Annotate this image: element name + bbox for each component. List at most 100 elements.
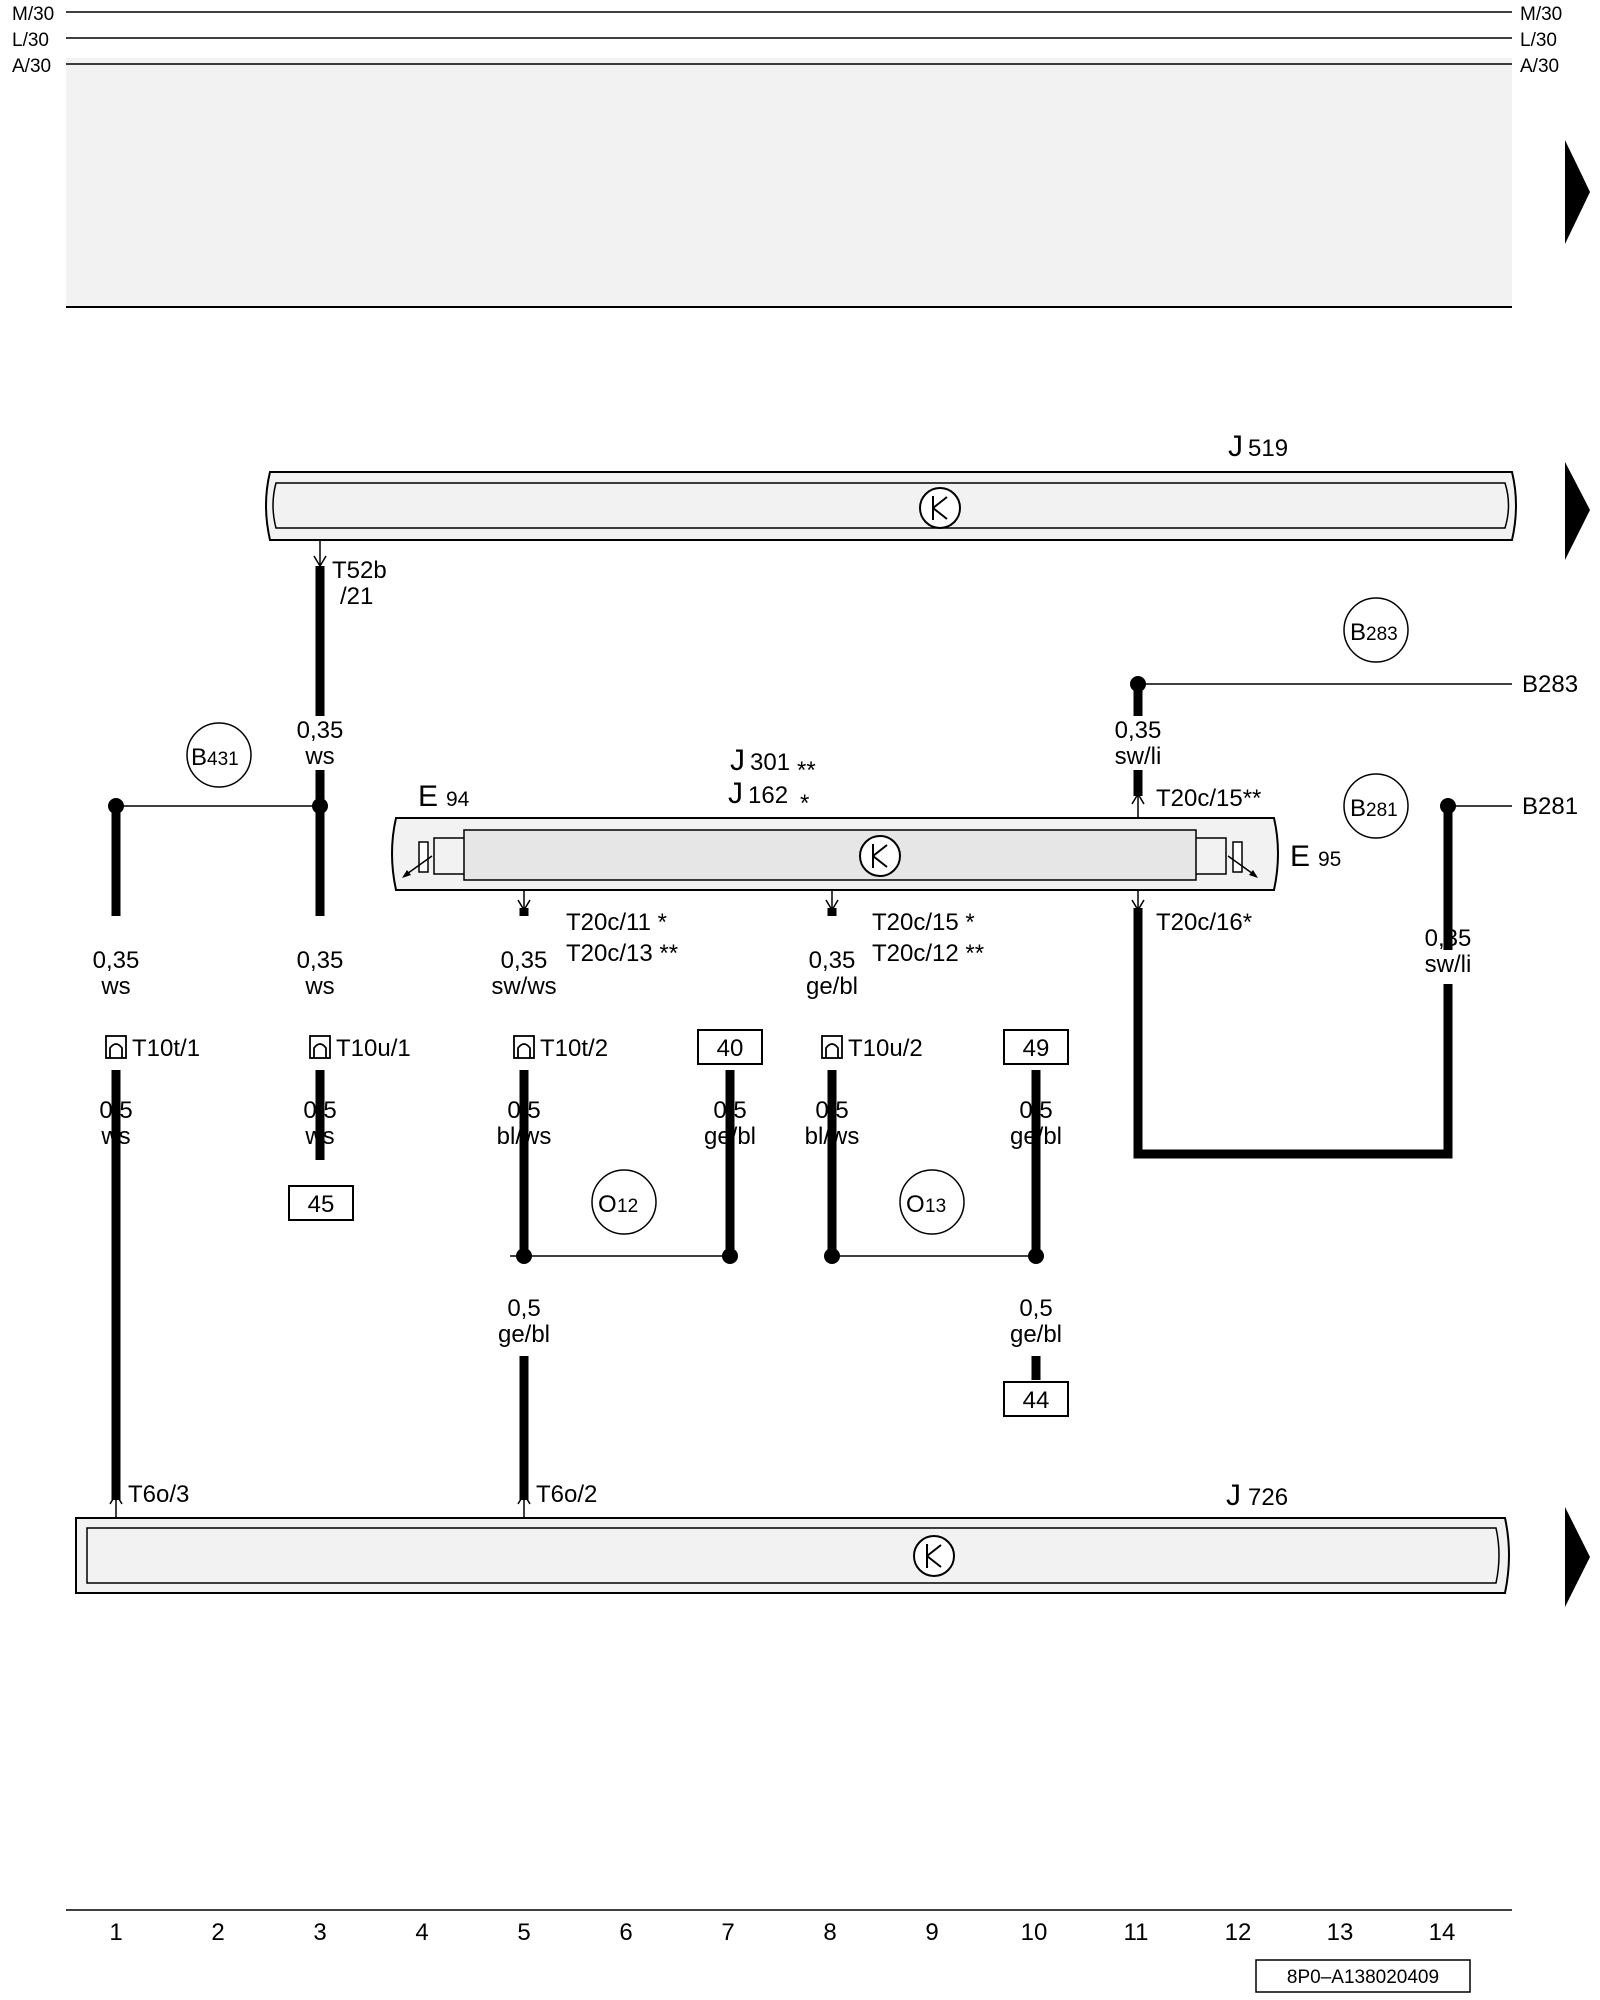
module-j519-inner [272,482,1510,529]
track-number: 1 [109,1919,122,1946]
track-number: 4 [415,1919,428,1946]
ground-point-b283: B 283 [1343,597,1409,663]
wire-gauge: 0,5 [815,1097,848,1124]
module-j726: J 726 [75,1479,1510,1594]
continuation-arrow-icon[interactable] [1565,140,1590,244]
module-j726-number: 726 [1248,1484,1288,1511]
pin-arrow-icon [825,899,839,912]
ground-point-b283-letter: B [1350,619,1366,646]
wire-gauge: 0,5 [507,1295,540,1322]
connector-symbols [105,1035,843,1059]
module-j301-number: 301 [750,749,790,776]
splice-dot [722,1248,738,1264]
connector-icon [309,1035,331,1059]
track-number: 11 [1124,1919,1149,1946]
track-number: 14 [1429,1919,1456,1946]
rail-label-right-2: L/30 [1520,30,1557,51]
track-number-bar: 1 2 3 4 5 6 7 8 9 10 11 12 13 14 8P0–A13… [66,1909,1512,1993]
module-j726-letter: J [1226,1479,1241,1512]
connector-icon [821,1035,843,1059]
reference-box-49-label: 49 [1023,1035,1050,1062]
ground-point-b283-number: 283 [1366,624,1398,645]
wire-gauge: 0,5 [1019,1295,1052,1322]
pin-arrow-icon [1131,899,1145,912]
wire-color: bl/ws [497,1123,552,1150]
ground-point-o12-letter: O [598,1191,617,1218]
wire-color: ws [304,743,334,770]
wire-color: ws [304,1123,334,1150]
module-j162-letter: J [728,777,743,810]
module-e94-number: 94 [446,788,470,811]
pin-label-t6o2: T6o/2 [536,1481,597,1508]
rail-area [66,58,1512,307]
ground-point-o13: O 13 [899,1169,965,1235]
splice-dot [1028,1248,1044,1264]
splice-dot [1130,676,1146,692]
pin-arrows [109,555,1145,1505]
pin-label-t20c12: T20c/12 ** [872,940,984,967]
continuation-arrow-icon[interactable] [1565,462,1590,560]
wire-gauge: 0,35 [297,717,344,744]
ground-point-b281-number: 281 [1366,800,1398,821]
ground-point-o13-number: 13 [925,1196,946,1217]
module-j162-marker: * [800,790,809,817]
wires [111,566,1453,1500]
wire-color: ge/bl [806,973,858,1000]
rail-label-left-3: A/30 [12,56,51,77]
connector-label-t10u1: T10u/1 [336,1035,411,1062]
module-e95-number: 95 [1318,848,1341,871]
module-j519-symbol-icon [919,487,961,529]
reference-boxes: 45 40 49 44 [288,1029,1069,1417]
wire-color: ws [100,1123,130,1150]
module-e94-e95: J 301 ** J 162 * E 94 E 95 [391,744,1341,891]
wire-gauge: 0,35 [1115,717,1162,744]
ground-point-b283-ref: B283 [1522,671,1578,698]
reference-box-44[interactable] [1003,1381,1069,1417]
track-number: 7 [721,1919,734,1946]
pin-arrow-icon [517,899,531,912]
reference-box-45[interactable] [288,1185,354,1221]
module-e94-e95-inner [463,829,1197,881]
wire-gauge: 0,35 [297,947,344,974]
module-j519-body [265,471,1517,541]
reference-box-40-label: 40 [717,1035,744,1062]
reference-box-49[interactable] [1003,1029,1069,1065]
track-number: 13 [1327,1919,1354,1946]
wire-color: ge/bl [1010,1321,1062,1348]
rail-label-left-2: L/30 [12,30,49,51]
wire-gauge: 0,5 [303,1097,336,1124]
pin-arrow-icon [313,555,327,568]
track-number: 2 [211,1919,224,1946]
connector-label-t10u2: T10u/2 [848,1035,923,1062]
supply-rails: M/30 L/30 A/30 M/30 L/30 A/30 [12,4,1562,308]
wire-gauge: 0,35 [93,947,140,974]
splice-dot [108,798,124,814]
wire-11-14-loop [1133,908,1453,1159]
wire-gauge: 0,35 [501,947,548,974]
module-j162-number: 162 [748,782,788,809]
pin-label-t52b-pin: /21 [340,583,373,610]
wire-gauge: 0,35 [809,947,856,974]
connector-label-t10t2: T10t/2 [540,1035,608,1062]
connector-icon [105,1035,127,1059]
ground-point-b281-letter: B [1350,795,1366,822]
pin-label-t6o3: T6o/3 [128,1481,189,1508]
module-e94-letter: E [418,780,438,813]
module-j519: J 519 [265,430,1517,541]
track-number: 12 [1225,1919,1252,1946]
pin-label-t20c15-top: T20c/15** [1156,785,1261,812]
splice-dots [108,676,1456,1264]
connector-label-t10t1: T10t/1 [132,1035,200,1062]
reference-box-44-label: 44 [1023,1387,1050,1414]
rail-label-right-1: M/30 [1520,4,1562,25]
wire-gauge: 0,5 [1019,1097,1052,1124]
reference-box-40[interactable] [697,1029,763,1065]
splice-dot [312,798,328,814]
pin-label-t20c16: T20c/16* [1156,909,1252,936]
ground-point-o12: O 12 [591,1169,657,1235]
ground-point-b431: B 431 [186,722,252,788]
continuation-arrow-icon[interactable] [1565,1507,1590,1607]
module-e94-e95-symbol-icon [859,835,901,877]
